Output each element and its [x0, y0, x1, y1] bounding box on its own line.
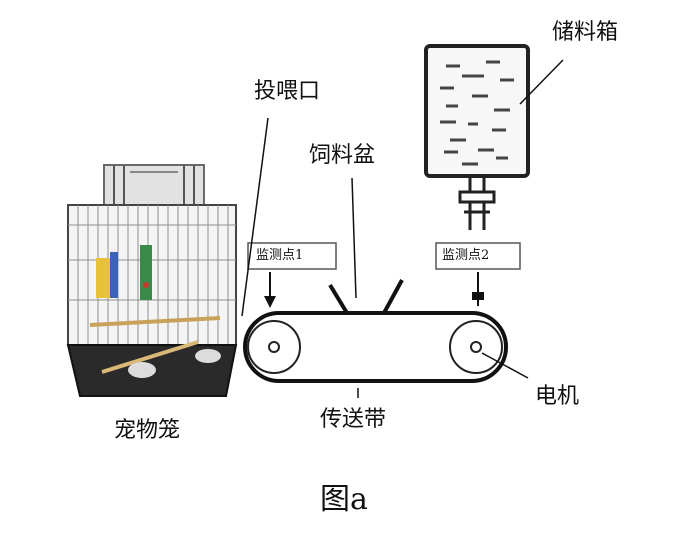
label-conveyor-belt: 传送带	[320, 407, 387, 432]
leader-lines	[241, 59, 564, 398]
monitor-point-1-arrow	[264, 272, 276, 308]
motor-pulley-axle	[470, 341, 482, 353]
label-motor: 电机	[535, 384, 580, 409]
feed-bowl	[328, 279, 404, 315]
storage-box-valve	[458, 176, 496, 230]
left-pulley-axle	[268, 341, 280, 353]
leader-feed-bowl	[351, 177, 357, 299]
leader-motor	[481, 352, 529, 379]
cage-toy-yellow	[96, 258, 110, 298]
cage-handle	[103, 164, 205, 211]
cage-toy-blue	[110, 252, 118, 298]
label-storage-box: 储料箱	[552, 20, 619, 45]
monitor-point-2-sensor	[472, 272, 484, 306]
leader-feed-port	[241, 117, 269, 317]
storage-box	[424, 44, 530, 230]
cage-perch	[89, 316, 221, 327]
label-feed-port: 投喂口	[254, 79, 321, 104]
leader-storage-box	[519, 59, 564, 105]
storage-box-contents	[440, 60, 514, 166]
conveyor-belt-loop	[243, 311, 508, 383]
cage-food-dish	[195, 349, 221, 363]
label-feed-bowl: 饲料盆	[309, 143, 376, 168]
cage-toy-red	[143, 282, 149, 288]
label-monitor-point-2: 监测点2	[442, 248, 490, 263]
monitor-point-2-box	[435, 242, 521, 270]
label-monitor-point-1: 监测点1	[256, 248, 304, 263]
label-pet-cage: 宠物笼	[114, 418, 181, 443]
monitor-point-1-box	[247, 242, 337, 270]
cage-water-dish	[128, 362, 156, 378]
conveyor-belt	[243, 311, 508, 383]
storage-box-body	[424, 44, 530, 178]
pet-cage	[66, 164, 238, 397]
cage-toy-green	[140, 245, 152, 300]
figure-caption: 图a	[320, 482, 368, 517]
